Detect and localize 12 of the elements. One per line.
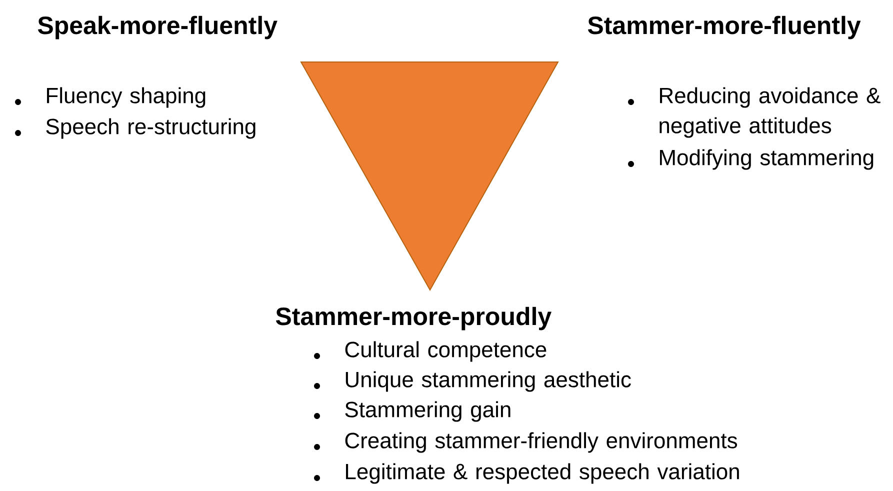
heading: Stammer-more-proudly — [276, 306, 552, 330]
heading: Speak-more-fluently — [38, 16, 278, 40]
bullet-item: Creating stammer-friendly environments — [314, 432, 738, 453]
bullet-item: Fluency shaping — [15, 87, 206, 108]
bullet-item: Reducing avoidance & negative attitudes — [628, 87, 880, 138]
bullet-item: Speech re-structuring — [15, 118, 256, 139]
bullet-item: Modifying stammering — [628, 149, 874, 170]
heading: Stammer-more-fluently — [588, 16, 861, 40]
bullet-item: Unique stammering aesthetic — [314, 371, 631, 392]
bullet-item: Cultural competence — [314, 341, 546, 362]
bullet-item: Legitimate & respected speech variation — [314, 463, 739, 484]
bullet-item: Stammering gain — [314, 401, 510, 422]
